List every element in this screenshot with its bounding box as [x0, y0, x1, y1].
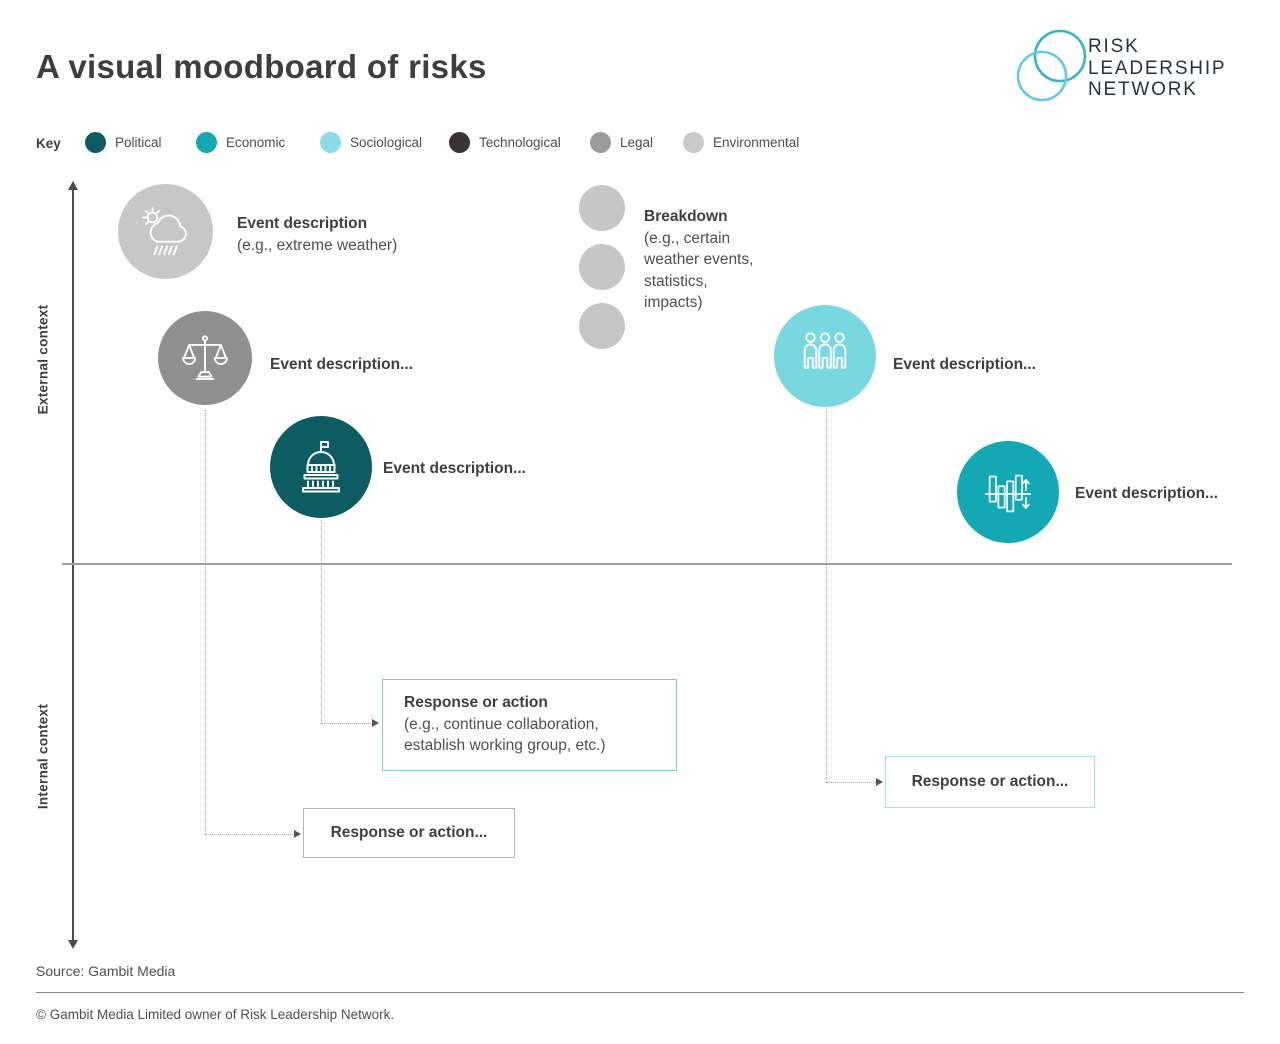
key-item-sociological: Sociological: [320, 131, 422, 153]
breakdown-line: weather events,: [644, 251, 754, 268]
event-title: Event description...: [270, 356, 413, 373]
environmental-dot-icon: [683, 131, 704, 153]
context-divider-line: [62, 563, 1232, 565]
technological-dot-icon: [449, 131, 470, 153]
event-description-environmental: Event description (e.g., extreme weather…: [237, 213, 397, 256]
key-item-label: Technological: [479, 134, 561, 150]
breakdown-line: statistics,: [644, 272, 708, 290]
event-circle-environmental: [118, 184, 213, 279]
logo-wordmark: RISK LEADERSHIP NETWORK: [1088, 36, 1226, 101]
event-title: Event description...: [383, 460, 526, 477]
event-description-sociological: Event description...: [893, 354, 1036, 376]
event-circle-political: [270, 416, 372, 518]
key-item-economic: Economic: [196, 131, 285, 153]
response-box-legal: Response or action...: [303, 808, 515, 858]
response-line: establish working group, etc.): [404, 737, 606, 754]
breakdown-bubble: [579, 185, 625, 231]
breakdown-line: impacts): [644, 294, 703, 311]
copyright-note: © Gambit Media Limited owner of Risk Lea…: [36, 1007, 395, 1022]
response-box-detailed: Response or action (e.g., continue colla…: [382, 679, 677, 771]
event-description-political: Event description...: [383, 458, 526, 480]
key-item-technological: Technological: [449, 131, 561, 153]
footer-divider-line: [36, 992, 1244, 993]
connector-political-vertical: [321, 520, 322, 723]
connector-sociological-horizontal: [826, 782, 876, 783]
connector-political-arrow-icon: [372, 719, 379, 727]
storm-icon: [137, 203, 195, 261]
axis-arrow-down-icon: [68, 940, 78, 949]
logo-line-3: NETWORK: [1088, 79, 1198, 100]
market-chart-icon: [979, 463, 1037, 521]
source-note: Source: Gambit Media: [36, 963, 176, 979]
key-item-legal: Legal: [590, 131, 653, 153]
key-item-label: Economic: [226, 134, 286, 150]
people-icon: [796, 327, 854, 385]
response-box-sociological: Response or action...: [885, 756, 1095, 808]
axis-arrow-up-icon: [68, 181, 78, 190]
response-title: Response or action...: [330, 824, 488, 841]
event-circle-economic: [957, 441, 1059, 543]
key-item-environmental: Environmental: [683, 131, 799, 153]
risk-leadership-network-logo-icon: [1010, 28, 1090, 108]
logo-line-1: RISK: [1088, 36, 1140, 57]
government-icon: [291, 437, 351, 497]
connector-political-horizontal: [321, 723, 373, 724]
connector-sociological-vertical: [826, 409, 827, 782]
response-title: Response or action: [404, 694, 548, 711]
connector-sociological-arrow-icon: [876, 778, 883, 786]
key-item-political: Political: [85, 131, 162, 153]
connector-legal-horizontal: [205, 834, 295, 835]
response-line: (e.g., continue collaboration,: [404, 715, 599, 733]
political-dot-icon: [85, 131, 106, 153]
event-circle-legal: [158, 311, 252, 405]
page-title: A visual moodboard of risks: [36, 48, 487, 85]
context-axis: [72, 189, 74, 941]
scales-icon: [177, 330, 233, 386]
event-title: Event description...: [893, 356, 1036, 373]
breakdown-text: Breakdown (e.g., certain weather events,…: [644, 206, 753, 314]
connector-legal-vertical: [205, 410, 206, 834]
external-context-label: External context: [35, 304, 51, 415]
response-title: Response or action...: [911, 773, 1069, 790]
key-label: Key: [36, 136, 61, 151]
event-title: Event description: [237, 215, 368, 232]
event-subtitle: (e.g., extreme weather): [237, 236, 398, 254]
breakdown-line: (e.g., certain: [644, 229, 731, 247]
economic-dot-icon: [196, 131, 217, 153]
event-description-legal: Event description...: [270, 354, 413, 376]
event-description-economic: Event description...: [1075, 483, 1218, 505]
event-circle-sociological: [774, 305, 876, 407]
internal-context-label: Internal context: [35, 703, 51, 810]
key-item-label: Sociological: [350, 134, 423, 150]
breakdown-bubble: [579, 303, 625, 349]
connector-legal-arrow-icon: [294, 830, 301, 838]
logo-line-2: LEADERSHIP: [1088, 57, 1227, 79]
breakdown-title: Breakdown: [644, 208, 728, 225]
key-item-label: Environmental: [713, 134, 800, 150]
legal-dot-icon: [590, 131, 611, 153]
key-item-label: Legal: [620, 134, 654, 150]
key-item-label: Political: [115, 134, 162, 150]
event-title: Event description...: [1075, 485, 1218, 502]
sociological-dot-icon: [320, 131, 341, 153]
breakdown-bubble: [579, 244, 625, 290]
